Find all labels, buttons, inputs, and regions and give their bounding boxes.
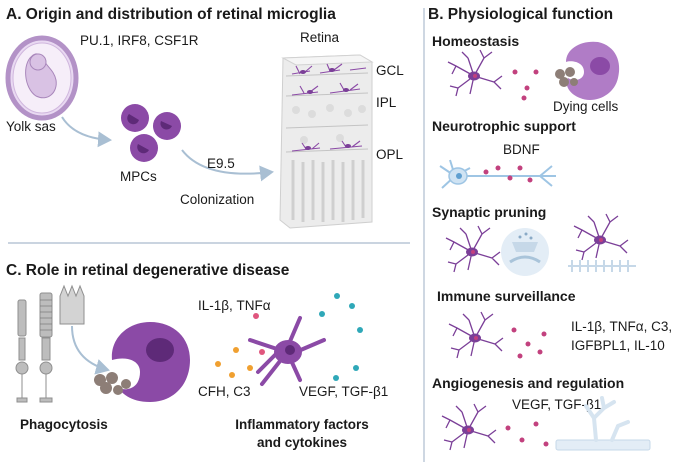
pruning-dendrite: [568, 260, 636, 272]
colonization-arrow: [181, 149, 274, 182]
mpc-cells-icon: [121, 104, 181, 162]
cytokines-top-label: IL-1β, TNFα: [198, 298, 271, 313]
blood-vessel-icon: [555, 396, 651, 451]
panel-b-title: B. Physiological function: [428, 6, 613, 23]
cytokine-dots: [215, 293, 363, 381]
yolk-to-mpc-arrow: [61, 116, 112, 148]
immune-factors-line1: IL-1β, TNFα, C3,: [571, 319, 672, 334]
inflammatory-label-line1: Inflammatory factors: [235, 417, 369, 432]
surveillance-microglia-icon: [448, 311, 504, 359]
panel-c-title: C. Role in retinal degenerative disease: [6, 262, 290, 279]
immune-factors-line2: IGFBPL1, IL-10: [571, 338, 665, 353]
layer-ipl-label: IPL: [376, 95, 397, 110]
transcription-factors-label: PU.1, IRF8, CSF1R: [80, 33, 199, 48]
homeostasis-dots: [512, 69, 539, 101]
pruning-microglia-icon-1: [445, 225, 501, 273]
vegf-tgf-label: VEGF, TGF-β1: [299, 384, 388, 399]
inflammatory-label-line2: and cytokines: [257, 435, 347, 450]
yolk-sac-label: Yolk sas: [6, 119, 56, 134]
retina-label: Retina: [300, 30, 340, 45]
immune-surveillance-label: Immune surveillance: [437, 288, 576, 304]
layer-gcl-label: GCL: [376, 63, 404, 78]
panel-a-title: A. Origin and distribution of retinal mi…: [6, 6, 336, 23]
synapse-icon: [501, 228, 549, 276]
neuron-nucleus: [456, 173, 462, 179]
homeostasis-label: Homeostasis: [432, 33, 519, 49]
neurotrophic-label: Neurotrophic support: [432, 118, 576, 134]
dying-cell-icon: [555, 41, 620, 100]
phagocytosis-label: Phagocytosis: [20, 417, 108, 432]
phagocytosis-arrow: [71, 325, 110, 375]
yolk-sac-icon: [5, 35, 79, 121]
dying-cells-label: Dying cells: [553, 99, 619, 114]
angiogenesis-label: Angiogenesis and regulation: [432, 375, 624, 391]
angio-factors-label: VEGF, TGF-β1: [512, 397, 601, 412]
bdnf-dots: [483, 165, 533, 183]
bdnf-label: BDNF: [503, 142, 540, 157]
activated-microglia-icon: [248, 316, 326, 386]
pruning-microglia-icon-2: [573, 213, 629, 261]
photoreceptor-cells-icon: [15, 284, 85, 403]
angio-dots: [505, 421, 549, 447]
synaptic-pruning-label: Synaptic pruning: [432, 204, 546, 220]
mpcs-label: MPCs: [120, 169, 157, 184]
retina-illustration: [279, 54, 374, 229]
angio-microglia-icon: [441, 403, 497, 451]
surveillance-dots: [511, 327, 547, 359]
layer-opl-label: OPL: [376, 147, 404, 162]
neuron-icon: [439, 159, 556, 189]
cfh-c3-label: CFH, C3: [198, 384, 251, 399]
e95-label: E9.5: [207, 156, 235, 171]
colonization-label: Colonization: [180, 192, 254, 207]
homeostasis-microglia-icon: [447, 49, 503, 97]
phagocytic-microglia-icon: [94, 322, 190, 402]
